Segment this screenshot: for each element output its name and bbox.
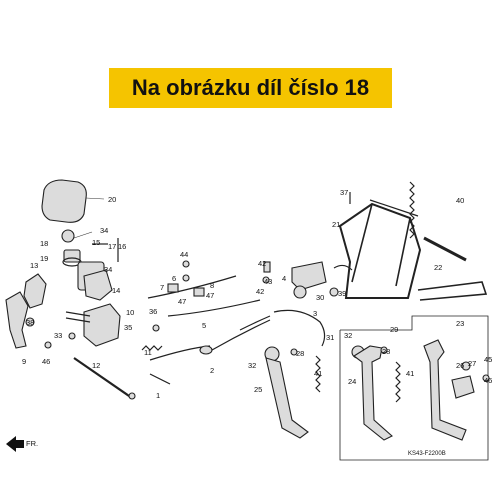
callout-labels: 20 34 15 18 17 16 19 34 13 14 38 10 33 3… [22,188,492,457]
part-24-side-stand [351,345,401,441]
callout-12: 12 [92,361,100,370]
part-20-cover [41,179,105,223]
callout-28b: 28 [382,347,390,356]
callout-7: 7 [160,283,164,292]
callout-26: 26 [456,361,464,370]
part-40-spring [409,181,415,239]
callout-44: 44 [180,250,188,259]
callout-34b: 34 [104,265,112,274]
part-25-side-stand [264,346,321,439]
callout-23: 23 [456,319,464,328]
callout-10: 10 [126,308,134,317]
front-label: FR. [26,439,38,448]
front-arrow [6,436,24,452]
part-10-pivot [44,303,121,349]
callout-42-top: 42 [258,259,266,268]
callout-14: 14 [112,286,120,295]
callout-43: 43 [264,277,272,286]
highlight-banner: Na obrázku díl číslo 18 [109,68,392,108]
callout-3: 3 [313,309,317,318]
banner-text: Na obrázku díl číslo 18 [131,75,370,100]
callout-39: 39 [338,289,346,298]
callout-8: 8 [210,281,214,290]
diagram-code: KS43-F2200B [408,451,446,457]
part-21-main-stand [338,199,488,301]
callout-1: 1 [156,391,160,400]
callout-46b: 46 [484,376,492,385]
callout-40: 40 [456,196,464,205]
part-13-plate [23,273,47,309]
callout-17: 17 [108,242,116,251]
callout-30: 30 [316,293,324,302]
callout-29: 29 [390,325,398,334]
callout-32b: 32 [344,331,352,340]
callout-2: 2 [210,366,214,375]
cables [141,275,271,385]
callout-15: 15 [92,238,100,247]
callout-11: 11 [144,348,152,357]
callout-13: 13 [30,261,38,270]
callout-42: 42 [256,287,264,296]
part-42-43 [262,261,271,284]
part-3-harness [239,309,326,347]
callout-27: 27 [468,359,476,368]
callout-19: 19 [40,254,48,263]
callout-22: 22 [434,263,442,272]
part-22-rod [423,236,467,262]
part-12-rod [73,357,136,400]
callout-20: 20 [108,195,116,204]
callout-47b: 47 [178,297,186,306]
callout-32: 32 [248,361,256,370]
part-23-stand-assembly [423,339,490,441]
callout-33: 33 [54,331,62,340]
callout-28: 28 [296,349,304,358]
callout-47: 47 [206,291,214,300]
callout-41b: 41 [406,369,414,378]
callout-21: 21 [332,220,340,229]
part-9-pedal [5,291,35,349]
callout-34: 34 [100,226,108,235]
callout-35: 35 [124,323,132,332]
callout-6: 6 [172,274,176,283]
callout-4: 4 [282,274,286,283]
callout-41: 41 [314,369,322,378]
callout-38: 38 [26,318,34,327]
callout-37: 37 [340,188,348,197]
part-14-arm [83,269,113,301]
callout-16: 16 [118,242,126,251]
inset-frame [339,315,489,461]
callout-18: 18 [40,239,48,248]
callout-46: 46 [42,357,50,366]
callout-36: 36 [149,307,157,316]
callout-9: 9 [22,357,26,366]
callout-45: 45 [484,355,492,364]
callout-24: 24 [348,377,356,386]
small-hardware [152,260,205,332]
callout-5: 5 [202,321,206,330]
callout-25: 25 [254,385,262,394]
part-4-switch [291,261,353,299]
callout-31: 31 [326,333,334,342]
